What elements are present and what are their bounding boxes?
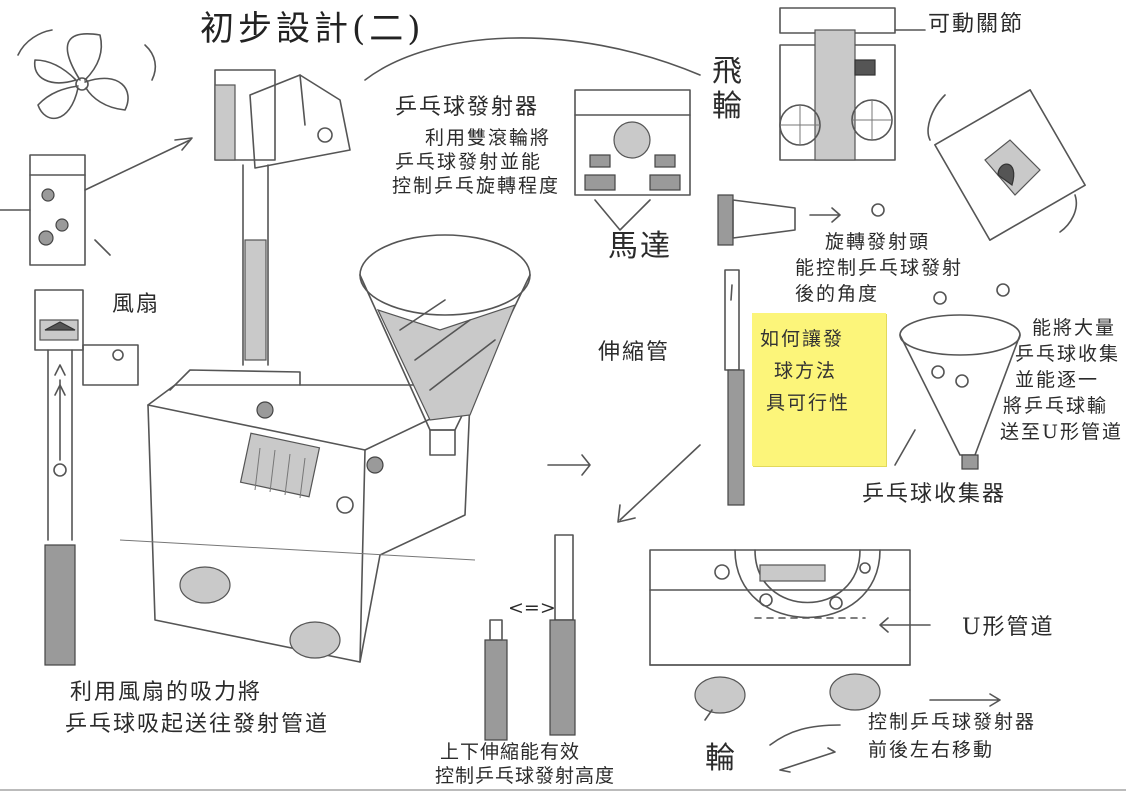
- page-title: 初步設計(二): [200, 9, 425, 49]
- collector-desc-line-5: 送至U形管道: [1000, 421, 1124, 443]
- fan-pipe-diagram: [34, 289, 139, 666]
- balls-group: [933, 283, 1010, 305]
- telescopic-tube-drawing: [617, 269, 745, 523]
- collector-desc-line-3: 並能逐一: [1015, 369, 1100, 391]
- fan-label: 風扇: [112, 292, 161, 317]
- spin-head-line-2: 能控制乒乓球發射: [795, 257, 964, 279]
- sticky-note-line-3: 具可行性: [766, 391, 851, 414]
- move-desc-line-1: 控制乒乓球發射器: [868, 711, 1037, 733]
- spin-head-line-1: 旋轉發射頭: [825, 231, 931, 253]
- movable-joint-label: 可動關節: [928, 12, 1025, 37]
- spin-head-line-3: 後的角度: [795, 283, 880, 305]
- flywheel-drawing: [779, 7, 926, 161]
- motor-label: 馬達: [608, 229, 672, 264]
- telescopic-note-line-1: 上下伸縮能有效: [440, 741, 581, 763]
- launcher-desc-line-2: 乒乓球發射並能: [395, 151, 543, 173]
- collector-label: 乒乓球收集器: [862, 482, 1007, 507]
- wheels-label: 輪: [705, 741, 737, 776]
- launcher-desc-line-3: 控制乒乓旋轉程度: [392, 175, 561, 197]
- collector-desc-line-2: 乒乓球收集: [1015, 343, 1121, 365]
- telescopic-tube-label: 伸縮管: [598, 340, 671, 365]
- u-pipe-vehicle-drawing: [649, 549, 1001, 773]
- sticky-note-line-1: 如何讓發: [760, 328, 845, 350]
- double-arrow-label: <=>: [508, 597, 556, 619]
- fan-propeller-icon: [17, 29, 157, 120]
- collector-desc-line-4: 將乒乓球輸: [1003, 395, 1109, 417]
- collector-desc-line-1: 能將大量: [1032, 317, 1117, 339]
- telescopic-pair-drawing: [484, 534, 576, 741]
- fan-desc-line-1: 利用風扇的吸力將: [70, 680, 263, 705]
- fan-housing-icon: [0, 137, 193, 266]
- launcher-column-drawing: [242, 164, 269, 366]
- sticky-note-line-2: 球方法: [774, 359, 838, 382]
- fan-desc-line-2: 乒乓球吸起送往發射管道: [65, 712, 330, 737]
- sticky-note: 如何讓發 球方法 具可行性: [752, 313, 886, 466]
- launcher-desc-line-1: 利用雙滾輪將: [425, 127, 552, 149]
- move-desc-line-2: 前後左右移動: [868, 739, 995, 761]
- launcher-head-drawing: [214, 69, 351, 169]
- movable-joint-drawing: [927, 89, 1086, 241]
- flywheel-label: 飛輪: [712, 54, 744, 124]
- curve-arrow: [364, 37, 701, 81]
- telescopic-note-line-2: 控制乒乓球發射高度: [435, 765, 616, 787]
- launcher-label: 乒乓球發射器: [395, 95, 540, 120]
- motor-drawing: [574, 89, 691, 231]
- spin-head-drawing: [717, 194, 885, 246]
- collector-funnel-drawing: [359, 234, 531, 456]
- machine-body-drawing: [119, 369, 476, 663]
- u-pipe-label: U形管道: [962, 615, 1055, 640]
- right-arrow: [547, 454, 591, 476]
- collector-right-drawing: [894, 314, 1021, 470]
